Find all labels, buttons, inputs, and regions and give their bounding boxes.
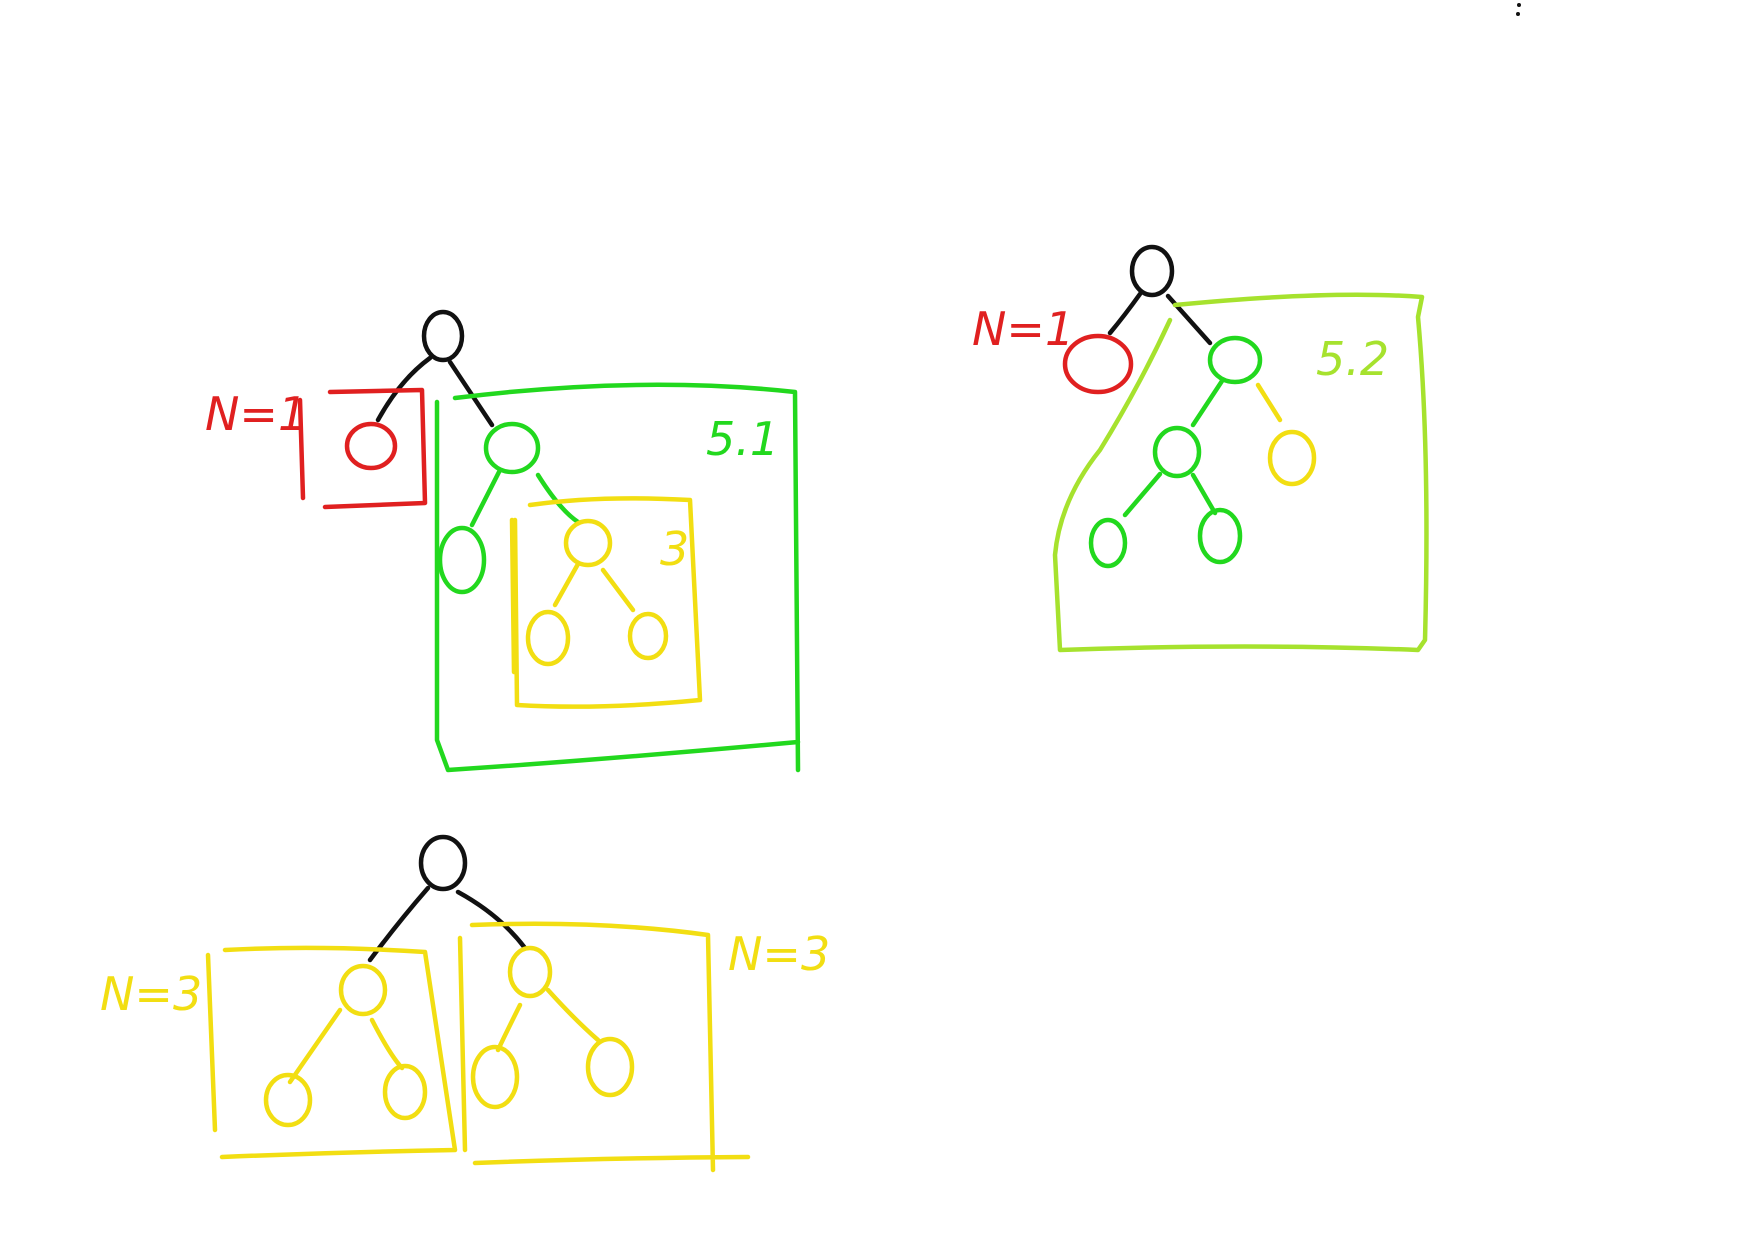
d3-left-node-right — [382, 1063, 428, 1121]
d1-green-node-top — [483, 421, 541, 475]
d1-yellow-node-left — [525, 609, 571, 667]
d1-red-box — [297, 387, 428, 510]
d3-yellow-box-left — [205, 945, 458, 1160]
d1-red-node — [344, 421, 398, 471]
diagram-3: N=3 N=3 — [100, 834, 830, 1173]
d2-yellow-node — [1267, 429, 1317, 487]
d3-left-label: N=3 — [100, 967, 202, 1021]
d1-edge-root-right — [447, 359, 495, 428]
d2-green-node-mid — [1152, 425, 1202, 479]
d3-right-node-top — [507, 945, 553, 999]
d2-green-node-top — [1207, 335, 1263, 385]
d2-lime-box — [1052, 292, 1429, 653]
d3-left-node-left — [263, 1072, 313, 1128]
d2-red-label: N=1 — [972, 302, 1074, 356]
d1-green-label: 5.1 — [706, 412, 779, 466]
d2-green-node-right — [1197, 507, 1243, 565]
diagram-1: N=1 5.1 3 — [205, 309, 801, 773]
d1-green-box — [434, 382, 801, 773]
d3-right-node-right — [585, 1036, 635, 1098]
d1-yellow-node-top — [563, 518, 613, 568]
d1-red-label: N=1 — [205, 387, 307, 441]
d3-right-node-left — [470, 1044, 520, 1110]
d3-root-node — [418, 834, 468, 892]
d1-edge-root-left — [375, 355, 433, 423]
d1-yellow-box — [509, 496, 703, 709]
d1-root-node — [421, 309, 465, 363]
d3-left-node-top — [338, 963, 388, 1017]
d2-red-node — [1062, 333, 1134, 395]
d1-yellow-label: 3 — [660, 522, 689, 576]
diagram-2: N=1 5.2 — [972, 244, 1429, 653]
d2-root-node — [1129, 244, 1175, 298]
d3-yellow-box-right — [457, 921, 751, 1173]
d2-lime-label: 5.2 — [1316, 332, 1389, 386]
stray-marks — [1516, 3, 1521, 16]
d1-yellow-node-right — [627, 611, 669, 661]
d3-right-label: N=3 — [728, 927, 830, 981]
d2-green-node-left — [1088, 517, 1128, 569]
d1-green-node-left — [437, 525, 487, 595]
